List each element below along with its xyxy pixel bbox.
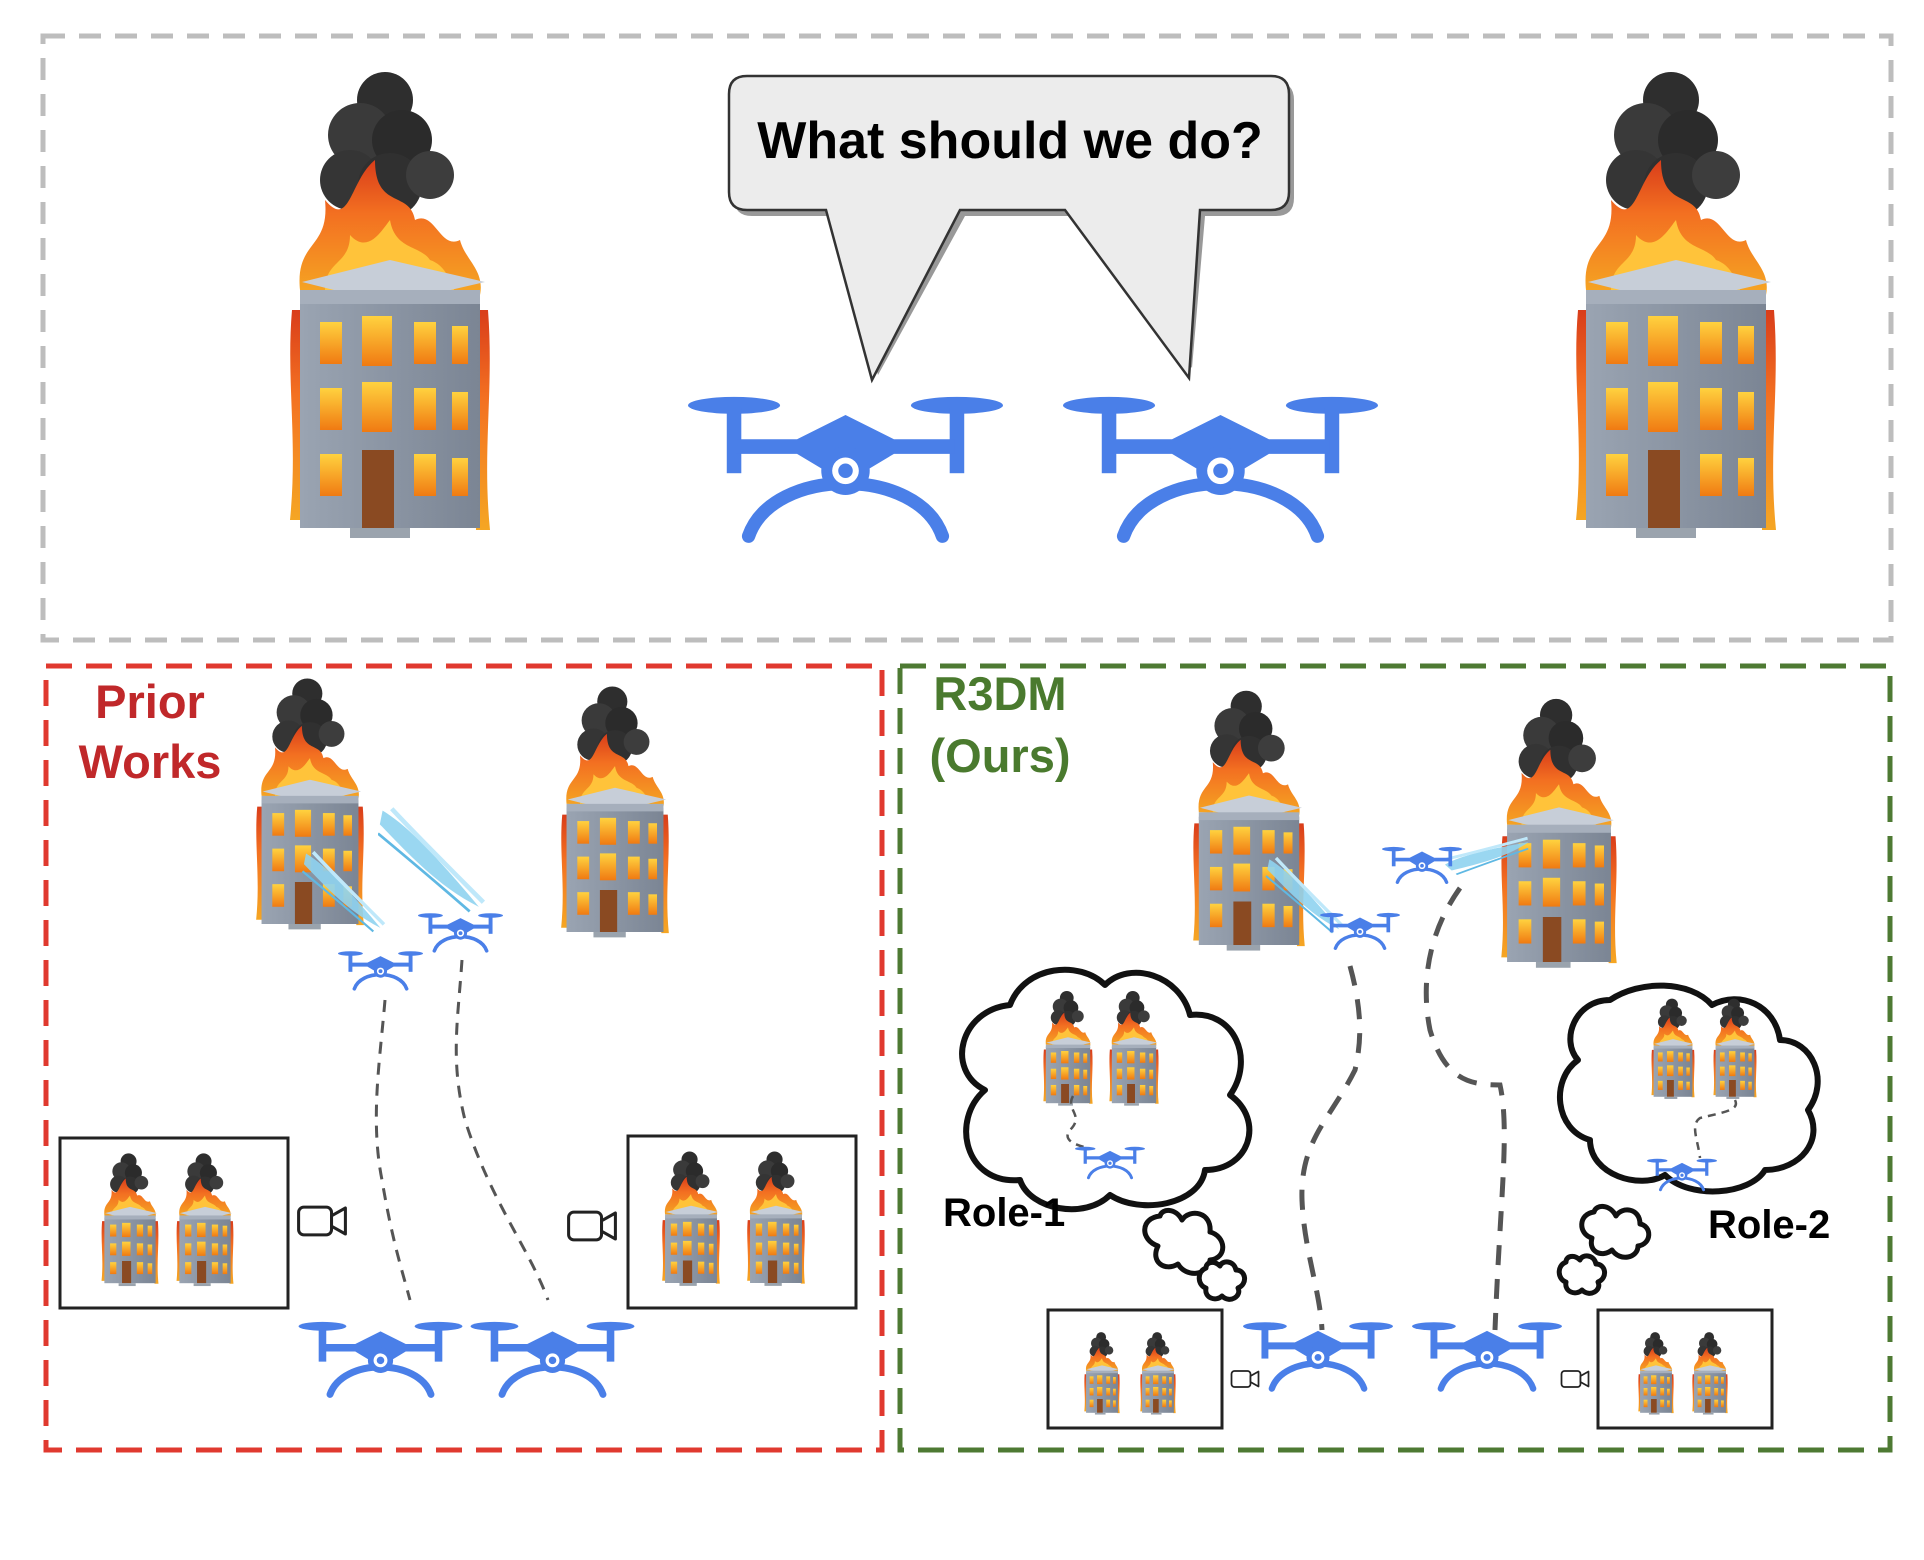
observation-box <box>58 1136 290 1310</box>
drone-icon <box>299 1322 463 1395</box>
burning-building-icon <box>1193 690 1305 951</box>
thought-cloud-icon <box>959 966 1253 1302</box>
drone-icon <box>418 912 503 953</box>
prior-works-panel-border <box>43 663 885 1453</box>
path-line <box>1693 1099 1738 1159</box>
drone-icon <box>1063 397 1378 536</box>
drone-icon <box>471 1322 635 1395</box>
path-line <box>1299 965 1363 1331</box>
prior-works-title-line1: Prior <box>95 675 205 728</box>
video-camera-icon <box>1560 1370 1590 1388</box>
drone-icon <box>1382 846 1462 884</box>
video-camera-icon <box>297 1205 347 1237</box>
path-line <box>454 959 550 1301</box>
speech-bubble-text: What should we do? <box>757 112 1263 170</box>
r3dm-title-line1: R3DM <box>933 667 1066 720</box>
drone-icon <box>688 397 1003 536</box>
burning-building-icon <box>561 686 669 938</box>
role-2-label: Role-2 <box>1708 1203 1830 1247</box>
water-spray-icon <box>378 809 483 912</box>
burning-building-icon <box>1501 698 1617 968</box>
role-1-label: Role-1 <box>943 1191 1065 1235</box>
drone-icon <box>1412 1322 1562 1388</box>
burning-building-icon <box>1576 72 1776 538</box>
r3dm-title-line2: (Ours) <box>930 729 1071 782</box>
observation-box <box>1596 1308 1774 1430</box>
drone-icon <box>1320 912 1400 950</box>
speech-bubble <box>727 74 1294 384</box>
video-camera-icon <box>567 1210 617 1242</box>
drone-icon <box>1243 1322 1393 1388</box>
video-camera-icon <box>1230 1370 1260 1388</box>
r3dm-panel-border <box>897 663 1893 1453</box>
path-line <box>1423 886 1507 1331</box>
observation-box <box>626 1134 858 1310</box>
burning-building-icon <box>290 72 490 538</box>
path-line <box>1066 1095 1089 1150</box>
path-line <box>374 999 412 1301</box>
drone-icon <box>338 950 423 991</box>
thought-cloud-icon <box>1556 982 1821 1296</box>
prior-works-title-line2: Works <box>79 735 222 788</box>
observation-box <box>1046 1308 1224 1430</box>
